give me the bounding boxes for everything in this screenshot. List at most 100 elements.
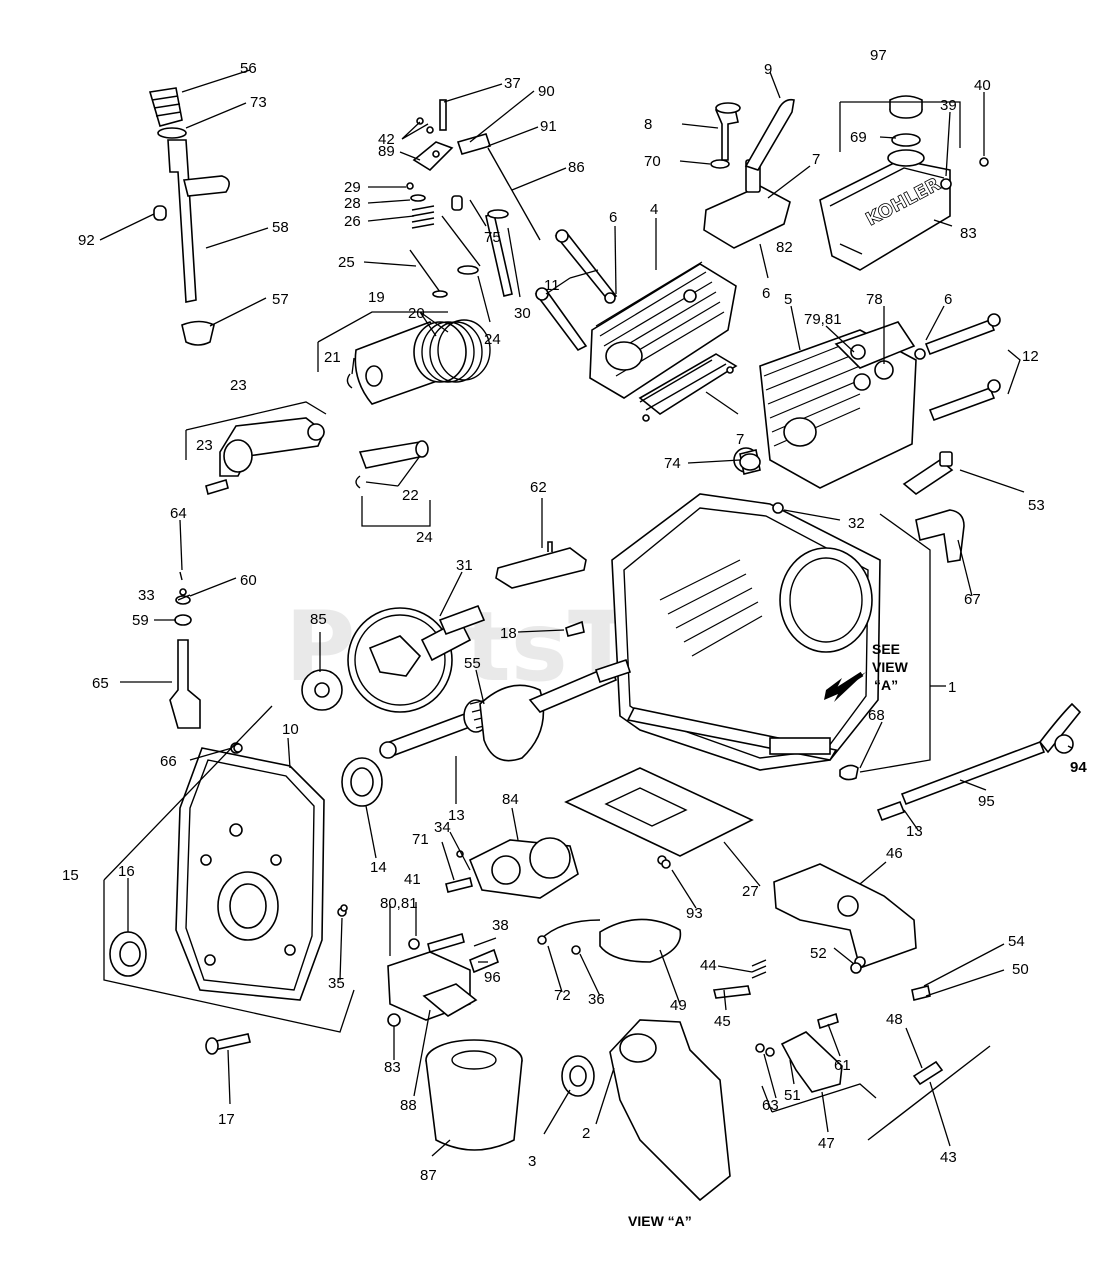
callout-29: 26 [344, 213, 361, 230]
callout-48: 45 [714, 1013, 731, 1030]
crankshaft [379, 658, 632, 762]
callout-19: 17 [218, 1111, 235, 1128]
callout-94: 92 [78, 232, 95, 249]
callout-77: 74 [664, 455, 681, 472]
callout-72: 69 [850, 129, 867, 146]
callout-87: 85 [310, 611, 327, 628]
callout-13b: 12 [1022, 348, 1039, 365]
callout-64: 61 [834, 1057, 851, 1074]
callout-88: 86 [568, 159, 585, 176]
small-fasteners [233, 453, 862, 974]
callout-51: 48 [886, 1011, 903, 1028]
callout-6b: 6 [944, 291, 952, 308]
crank-gear [301, 669, 343, 711]
callout-39: 36 [588, 991, 605, 1008]
callout-66: 63 [762, 1097, 779, 1114]
callout-67: 64 [170, 505, 187, 522]
callout-56: 53 [1028, 497, 1045, 514]
callout-26: 23 [196, 437, 213, 454]
callout-68: 65 [92, 675, 109, 692]
group-brackets [103, 101, 1021, 1113]
see-view-line-2: VIEW [872, 659, 909, 675]
callout-63: 60 [240, 572, 257, 589]
callout-99: 97 [870, 47, 887, 64]
governor-parts [169, 571, 201, 729]
dipstick-assembly [148, 87, 230, 346]
callout-17: 15 [62, 867, 79, 884]
main-bearing [341, 757, 383, 807]
callout-78: 75 [484, 229, 501, 246]
callout-44: 41 [404, 871, 421, 888]
callout-91: 89 [378, 143, 395, 160]
callout-75: 72 [554, 987, 571, 1004]
closure-plate [175, 742, 347, 1001]
control-bracket [773, 863, 917, 970]
callout-9: 6 [762, 285, 770, 302]
callout-69: 66 [160, 753, 177, 770]
callout-15: 13 [448, 807, 465, 824]
view-a-caption: VIEW “A” [628, 1213, 692, 1229]
callout-76: 73 [250, 94, 267, 111]
callout-80-81: 79,81 [804, 311, 842, 328]
fittings [408, 932, 499, 974]
oil-pump [445, 837, 579, 899]
callout-52: 49 [670, 997, 687, 1014]
callout-13a: 11 [544, 277, 560, 294]
callout-98: 96 [484, 969, 501, 986]
callout-20: 18 [500, 625, 517, 642]
see-view-arrow [824, 671, 866, 702]
callout-27: 24 [484, 331, 501, 348]
callout-12: 10 [282, 721, 299, 738]
callout-95: 93 [686, 905, 703, 922]
callout-73: 70 [644, 153, 661, 170]
callout-58: 55 [464, 655, 481, 672]
callout-16: 14 [370, 859, 387, 876]
callout-92: 90 [538, 83, 555, 100]
throttle-linkage [755, 1012, 843, 1093]
piston-assembly [346, 319, 491, 489]
callout-86: 84 [502, 791, 519, 808]
callout-8: 7 [812, 151, 820, 168]
cylinder-head-left [589, 261, 738, 422]
callout-34: 31 [456, 557, 473, 574]
callout-37: 34 [434, 819, 451, 836]
callout-50: 47 [818, 1135, 835, 1152]
callout-84: 82 [776, 239, 793, 256]
view-a-housing [561, 1019, 731, 1202]
callout-90: 88 [400, 1097, 417, 1114]
callout-21: 19 [368, 289, 385, 306]
callout-25: 23 [230, 377, 247, 394]
spring-and-screw [713, 959, 767, 999]
connecting-rod [205, 417, 325, 496]
callout-53: 50 [1012, 961, 1029, 978]
callout-74: 71 [412, 831, 429, 848]
callout-labels: 56 73 92 58 57 37 90 91 42 89 29 28 26 8… [62, 47, 1087, 1229]
callout-46: 43 [940, 1149, 957, 1166]
callout-33: 30 [514, 305, 531, 322]
callout-35: 32 [848, 515, 865, 532]
callout-32: 29 [344, 179, 361, 196]
callout-97: 95 [978, 793, 995, 810]
callout-79-81: 78 [866, 291, 883, 308]
callout-82-label: 80,81 [380, 895, 418, 912]
callout-30: 27 [742, 883, 759, 900]
bolt-19 [205, 1033, 251, 1055]
callout-bolt-83: 83 [384, 1059, 401, 1076]
callout-65: 62 [530, 479, 547, 496]
callout-85: 83 [960, 225, 977, 242]
callout-6a: 6 [609, 209, 617, 226]
spark-plug-and-boot [902, 451, 965, 563]
cylinder-head-right [733, 321, 917, 489]
oil-seal-18 [109, 931, 147, 977]
callout-62: 59 [132, 612, 149, 629]
callout-54: 51 [784, 1087, 801, 1104]
breather-assembly [703, 98, 795, 249]
oil-drain-line [876, 702, 1082, 822]
camshaft [347, 604, 486, 713]
head-bolts [534, 229, 1001, 422]
callout-70: 67 [964, 591, 981, 608]
callout-38: 35 [328, 975, 345, 992]
callout-47: 44 [700, 957, 717, 974]
callout-22: 20 [408, 305, 425, 322]
